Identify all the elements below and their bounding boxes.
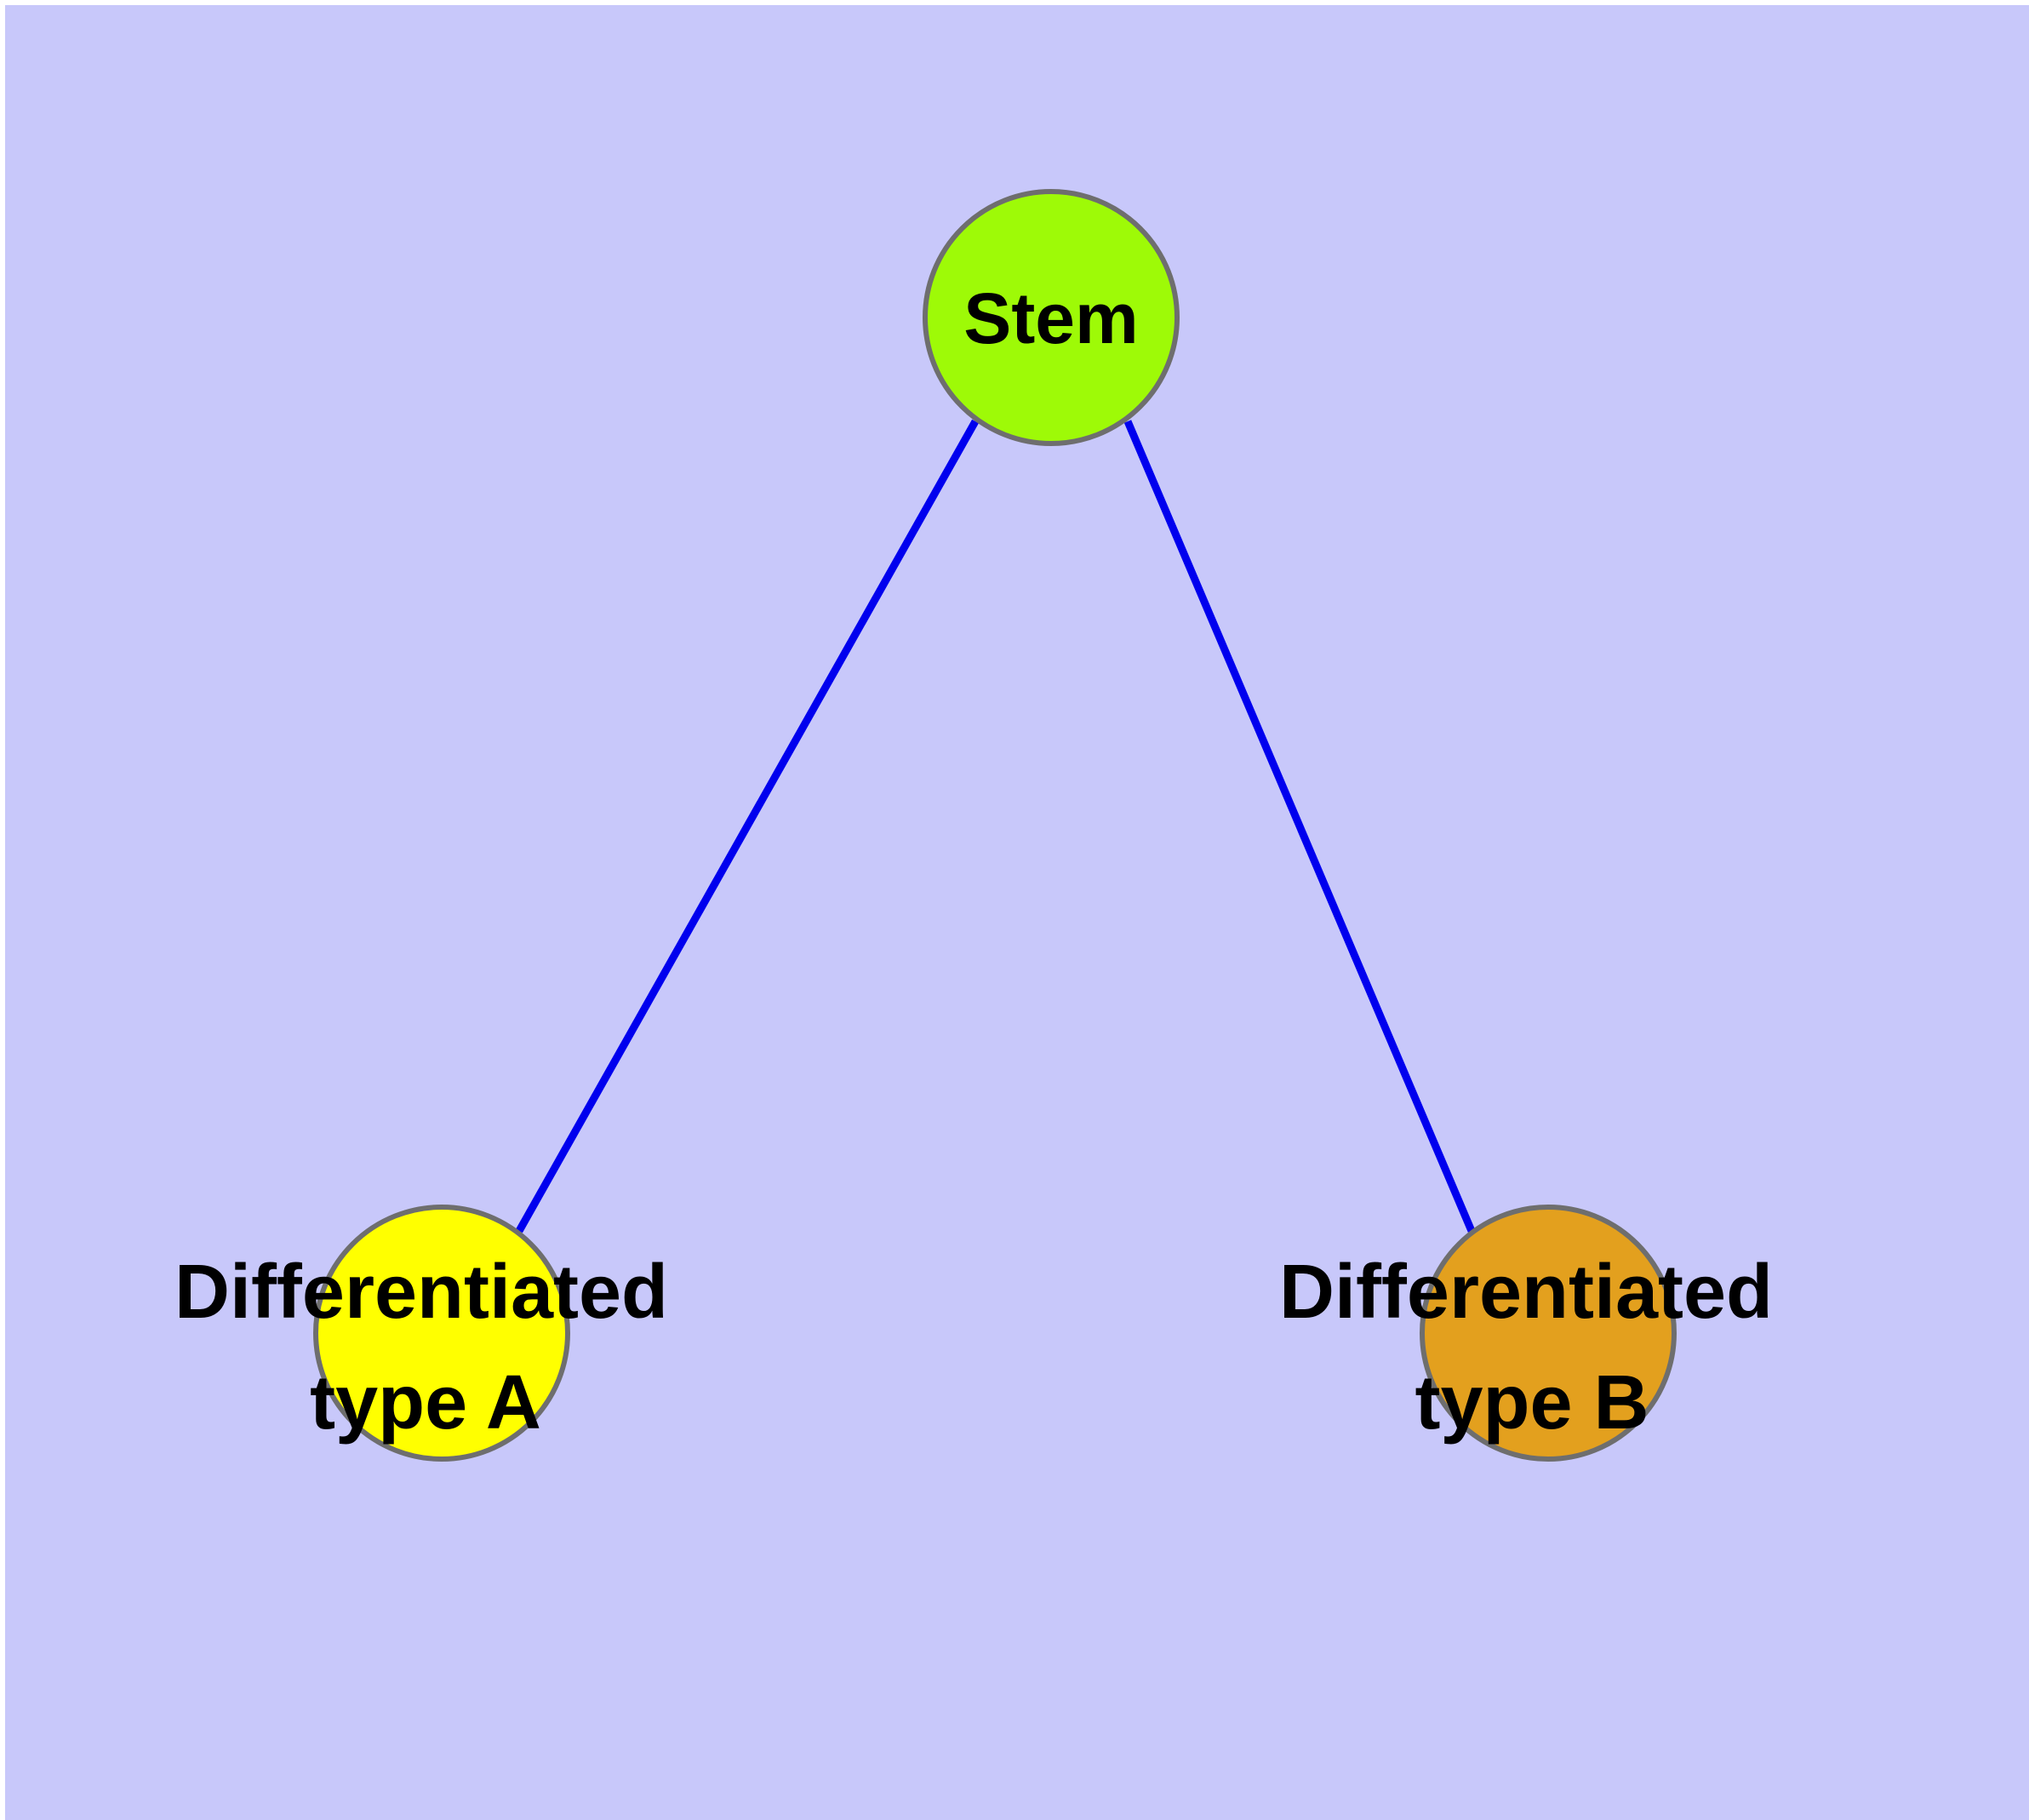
edge-layer bbox=[516, 419, 1476, 1233]
node-stem-circle[interactable] bbox=[923, 189, 1180, 446]
node-differentiated-type-a-label-line2: type A bbox=[310, 1360, 541, 1445]
node-differentiated-type-a[interactable]: Differentiated type A bbox=[174, 1205, 668, 1462]
node-layer: Stem Differentiated type A Differentiate… bbox=[174, 189, 1773, 1462]
node-differentiated-type-b[interactable]: Differentiated type B bbox=[1279, 1205, 1773, 1462]
edge-stem-to-differentiated-type-a[interactable] bbox=[516, 419, 979, 1233]
node-differentiated-type-a-circle[interactable] bbox=[313, 1205, 570, 1462]
node-differentiated-type-b-label-line2: type B bbox=[1415, 1360, 1649, 1445]
node-stem-label: Stem bbox=[963, 278, 1138, 358]
edge-stem-to-differentiated-type-b[interactable] bbox=[1123, 420, 1476, 1233]
node-differentiated-type-b-label-line1: Differentiated bbox=[1279, 1250, 1773, 1335]
node-stem[interactable]: Stem bbox=[923, 189, 1180, 446]
node-differentiated-type-a-label-line1: Differentiated bbox=[174, 1250, 668, 1335]
node-differentiated-type-b-circle[interactable] bbox=[1420, 1205, 1677, 1462]
